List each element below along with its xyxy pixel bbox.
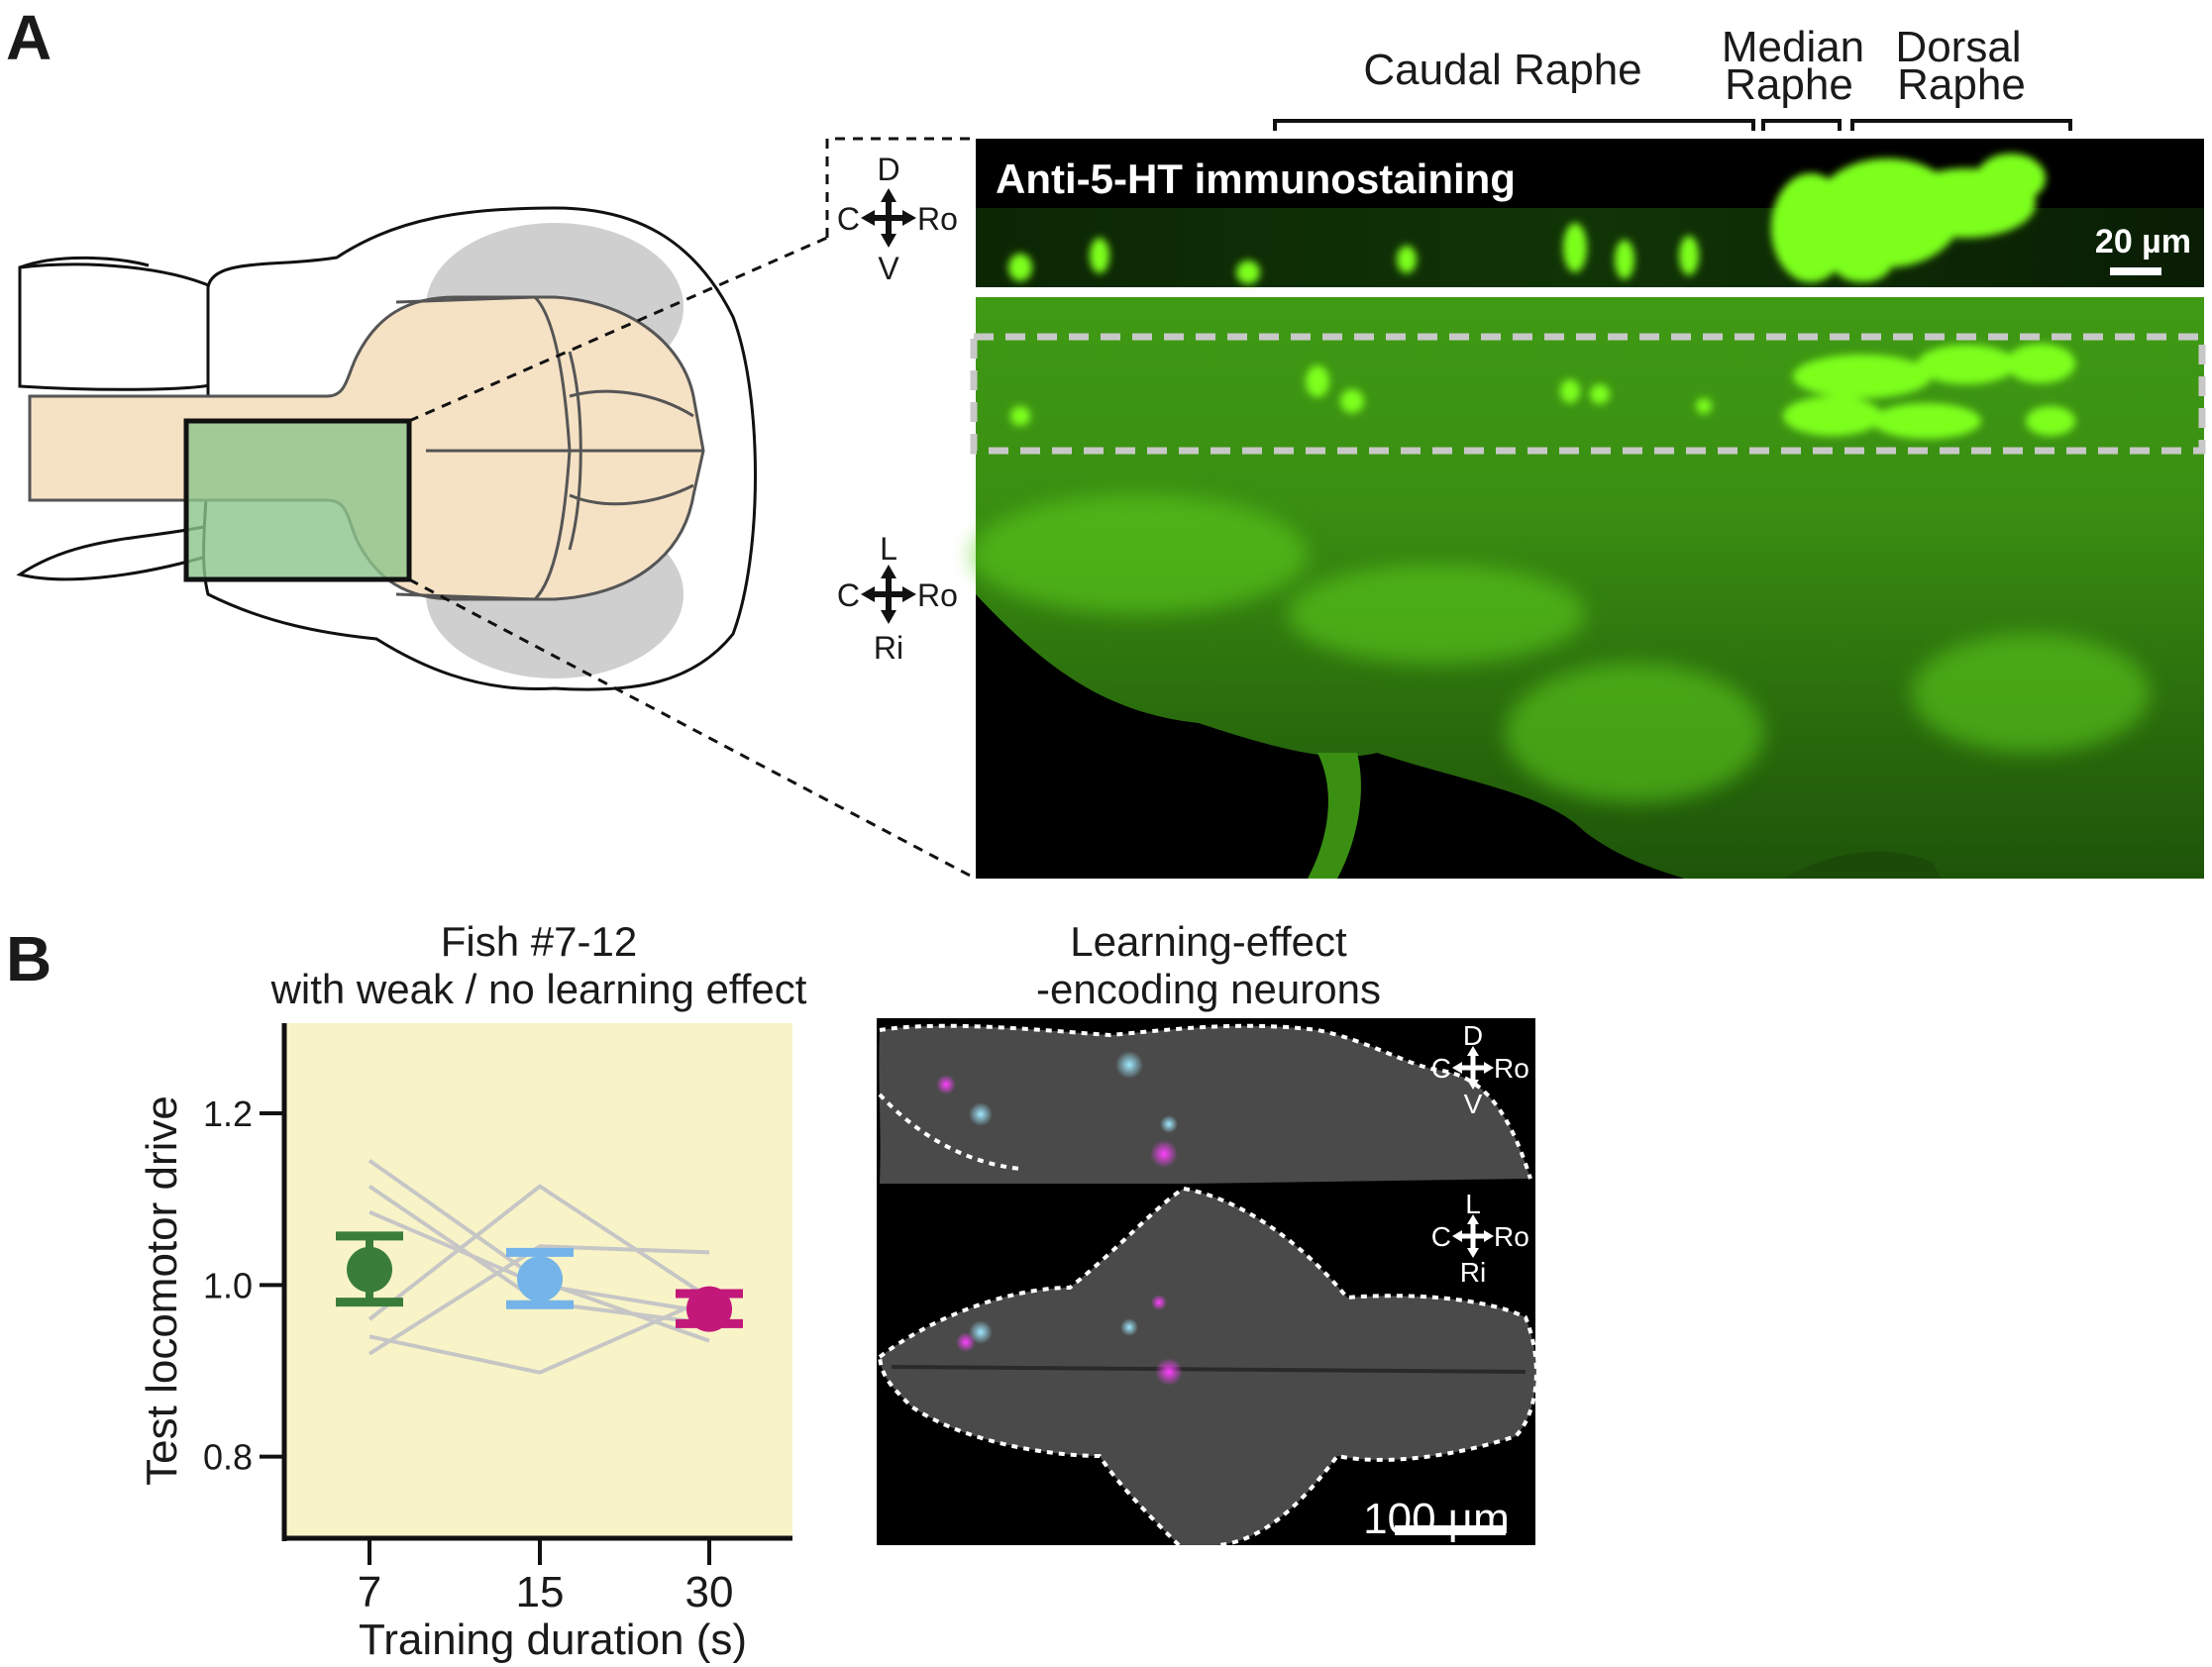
- y-ticks: 0.8 1.0 1.2: [203, 1094, 284, 1478]
- svg-text:L: L: [880, 531, 897, 567]
- side-scale-bar-label: 20 µm: [2095, 223, 2191, 260]
- svg-text:C: C: [837, 577, 860, 613]
- y-axis-label: Test locomotor drive: [138, 1095, 186, 1486]
- fish-line-4: [368, 1244, 710, 1356]
- neuron-spots: [936, 1051, 1183, 1386]
- mean-markers: [336, 1231, 743, 1332]
- dorsal-raphe-label-2: Raphe: [1897, 60, 2026, 109]
- dorsal-raphe-bracket: [1850, 119, 2072, 131]
- y-tick-label-1.2: 1.2: [203, 1094, 253, 1134]
- svg-text:L: L: [1465, 1189, 1481, 1219]
- x-tick-label-30: 30: [685, 1568, 734, 1616]
- caudal-raphe-label: Caudal Raphe: [1363, 46, 1641, 94]
- top-stain-blobs: [1010, 344, 2075, 439]
- mean-point-15: [517, 1256, 563, 1302]
- top-orientation-cross: L Ri C Ro: [837, 531, 958, 666]
- zoom-lines: [408, 137, 977, 881]
- mean-marker-15: [506, 1247, 574, 1309]
- mean-point-30: [686, 1286, 732, 1332]
- svg-text:Ro: Ro: [917, 201, 958, 237]
- locomotor-chart: Fish #7-12 with weak / no learning effec…: [138, 918, 807, 1664]
- svg-text:Ro: Ro: [1494, 1221, 1529, 1252]
- chart-title: Fish #7-12: [441, 918, 637, 965]
- stain-label: Anti-5-HT immunostaining: [996, 156, 1516, 202]
- fish-head-outline: [18, 262, 234, 391]
- mean-marker-30: [676, 1286, 743, 1332]
- y-tick-label-1.0: 1.0: [203, 1265, 253, 1305]
- neurons-title-line2: -encoding neurons: [1036, 966, 1381, 1012]
- svg-text:D: D: [1463, 1020, 1483, 1051]
- panel-a-label: A: [6, 2, 52, 73]
- median-raphe-label-2: Raphe: [1725, 60, 1853, 109]
- mean-point-7: [347, 1246, 392, 1293]
- median-raphe-label-1: Median: [1722, 23, 1864, 71]
- panel-b-label: B: [6, 923, 52, 994]
- x-axis-label: Training duration (s): [359, 1615, 747, 1664]
- neuron-top-orientation-cross: L Ri C Ro: [1431, 1189, 1529, 1288]
- y-tick-label-0.8: 0.8: [203, 1437, 253, 1478]
- svg-text:V: V: [878, 251, 899, 286]
- mean-marker-7: [336, 1231, 403, 1307]
- svg-text:D: D: [877, 152, 899, 187]
- neuron-scale-bar: [1395, 1525, 1506, 1535]
- caudal-raphe-bracket: [1273, 119, 1755, 131]
- fish-schematic: [16, 206, 757, 691]
- raphe-dashed-box: [970, 333, 2206, 455]
- svg-text:Ro: Ro: [1494, 1053, 1529, 1084]
- top-view-image: [970, 297, 2206, 879]
- imaged-region-box: [183, 418, 412, 582]
- svg-text:C: C: [1431, 1221, 1451, 1252]
- neuron-side-orientation-cross: D V C Ro: [1431, 1020, 1529, 1119]
- fish-line-3: [368, 1184, 711, 1321]
- neurons-title-line1: Learning-effect: [1070, 918, 1347, 965]
- top-brain-outline: [880, 1189, 1536, 1545]
- x-ticks: 7 15 30: [358, 1538, 734, 1616]
- side-scale-bar: [2110, 267, 2161, 275]
- svg-text:C: C: [837, 201, 860, 237]
- x-tick-label-7: 7: [358, 1568, 381, 1616]
- svg-text:V: V: [1464, 1089, 1483, 1119]
- side-view-image: Anti-5-HT immunostaining 20 µm: [976, 139, 2204, 287]
- svg-text:Ri: Ri: [874, 630, 903, 666]
- svg-text:Ri: Ri: [1460, 1257, 1486, 1288]
- neuron-images: 100 µm: [877, 1018, 1538, 1547]
- svg-text:C: C: [1431, 1053, 1451, 1084]
- side-orientation-cross: D V C Ro: [837, 152, 958, 286]
- neuron-scale-bar-label: 100 µm: [1363, 1495, 1510, 1543]
- chart-subtitle: with weak / no learning effect: [270, 966, 807, 1012]
- x-tick-label-15: 15: [516, 1568, 565, 1616]
- median-raphe-bracket: [1761, 119, 1842, 131]
- side-brain-outline: [879, 1025, 1530, 1184]
- side-stain-blobs: [1008, 154, 2046, 284]
- svg-text:Ro: Ro: [917, 577, 958, 613]
- dorsal-raphe-label-1: Dorsal: [1895, 23, 2021, 71]
- region-brackets: [1273, 119, 2072, 131]
- fish-line-6: [369, 1296, 710, 1375]
